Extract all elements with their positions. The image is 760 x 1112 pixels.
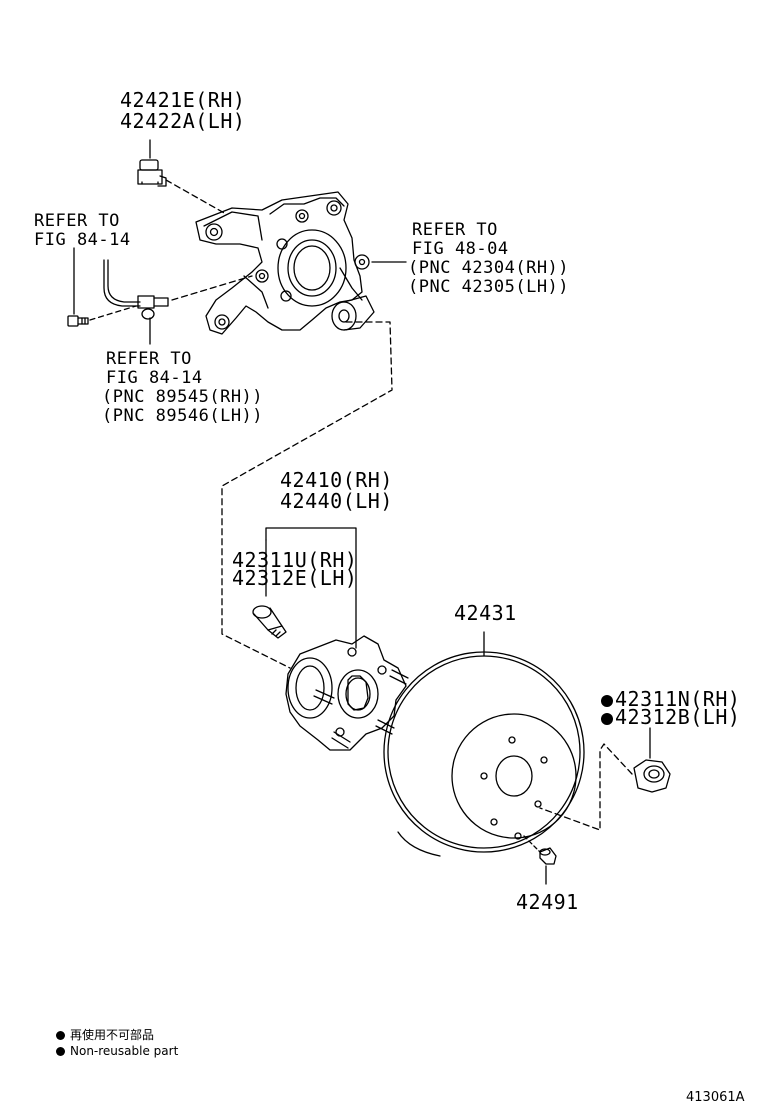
- figure-id: 413061A: [686, 1090, 745, 1105]
- knuckle-bushing: [331, 295, 375, 331]
- label-refer-knuckle-3: (PNC 42304(RH)): [408, 258, 570, 278]
- disc-plug: [539, 847, 557, 865]
- non-reusable-dot: [601, 713, 613, 725]
- label-42311n-text: 42311N(RH): [615, 687, 741, 711]
- label-42312b-lh: 42312B(LH): [601, 707, 740, 728]
- label-42431: 42431: [454, 601, 517, 625]
- dash-plug: [523, 835, 541, 853]
- legend-japanese-text: 再使用不可部品: [70, 1028, 155, 1042]
- legend-dot: [56, 1047, 65, 1056]
- legend-dot: [56, 1031, 65, 1040]
- label-refer-sensor-4: (PNC 89546(LH)): [102, 406, 264, 426]
- steering-knuckle: [195, 191, 370, 335]
- label-42421-rh: 42421E(RH): [120, 88, 246, 112]
- hub-bolt: [252, 605, 287, 639]
- dash-bolt-sensor: [89, 305, 137, 321]
- hub-bracket: [265, 527, 357, 649]
- non-reusable-dot: [601, 695, 613, 707]
- label-42311n-rh: 42311N(RH): [601, 689, 740, 710]
- label-refer-sensor-top-2: FIG 84-14: [34, 230, 131, 250]
- label-42440-lh: 42440(LH): [280, 489, 393, 513]
- label-refer-sensor-1: REFER TO: [106, 349, 192, 369]
- label-42312b-text: 42312B(LH): [615, 705, 741, 729]
- label-refer-knuckle-1: REFER TO: [412, 220, 498, 240]
- label-42422-lh: 42422A(LH): [120, 109, 246, 133]
- hub-nut: [633, 759, 671, 793]
- dash-knuckle-hub: [221, 321, 393, 669]
- label-42312e-lh: 42312E(LH): [232, 566, 358, 590]
- label-refer-knuckle-4: (PNC 42305(LH)): [408, 277, 570, 297]
- label-42311u-rh: 42311U(RH): [232, 548, 358, 572]
- dash-nut-disc: [539, 743, 633, 831]
- sensor-bolt: [67, 315, 89, 327]
- label-refer-sensor-3: (PNC 89545(RH)): [102, 387, 264, 407]
- knuckle-bolt: [137, 159, 167, 187]
- label-42410-rh: 42410(RH): [280, 468, 393, 492]
- dash-bolt-knuckle: [165, 179, 227, 215]
- brake-disc: [383, 651, 585, 857]
- legend-japanese: 再使用不可部品: [56, 1026, 154, 1043]
- label-refer-knuckle-2: FIG 48-04: [412, 239, 509, 259]
- label-42491: 42491: [516, 890, 579, 914]
- label-refer-sensor-2: FIG 84-14: [106, 368, 203, 388]
- legend-english-text: Non-reusable part: [70, 1044, 179, 1058]
- legend-english: Non-reusable part: [56, 1044, 178, 1058]
- dash-sensor-knuckle: [171, 275, 253, 301]
- label-refer-sensor-top-1: REFER TO: [34, 211, 120, 231]
- speed-sensor: [103, 259, 169, 320]
